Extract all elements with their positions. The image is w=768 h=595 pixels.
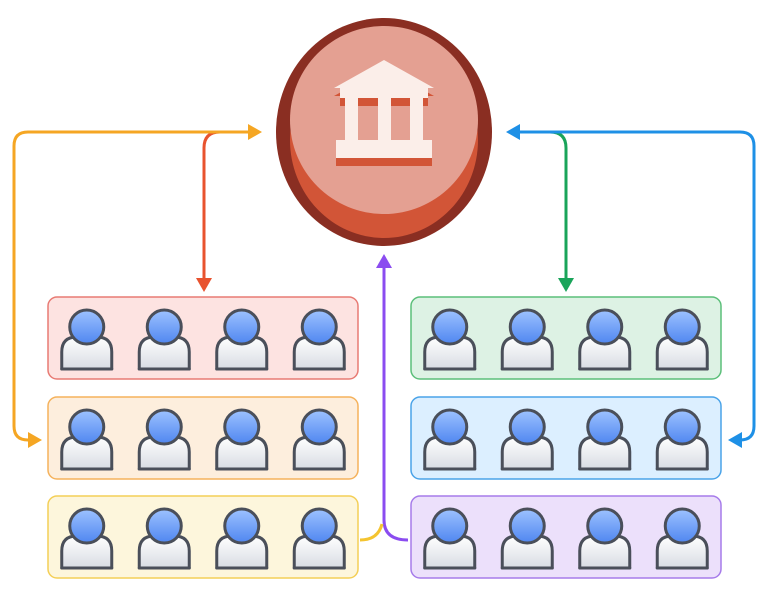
person-icon <box>578 507 632 570</box>
bank-node <box>276 18 492 246</box>
red-link-arrow-down <box>196 278 212 292</box>
person-icon <box>215 408 269 471</box>
group-purple-box <box>410 495 722 579</box>
person-icon <box>423 408 477 471</box>
group-yellow <box>47 495 359 579</box>
person-icon <box>292 507 346 570</box>
group-orange-box <box>47 396 359 480</box>
person-icon <box>578 308 632 371</box>
blue-link-arrow-bank <box>506 124 520 140</box>
person-icon <box>423 308 477 371</box>
purple-link-line <box>382 266 409 542</box>
group-red-box <box>47 296 359 380</box>
group-blue-box <box>410 396 722 480</box>
group-green <box>410 296 722 380</box>
person-icon <box>137 408 191 471</box>
person-icon <box>60 308 114 371</box>
person-icon <box>60 408 114 471</box>
person-icon <box>292 408 346 471</box>
person-icon <box>60 507 114 570</box>
yellow-link-line <box>359 523 384 542</box>
bank-icon <box>334 60 434 166</box>
group-yellow-box <box>47 495 359 579</box>
person-icon <box>215 308 269 371</box>
blue-link-line <box>518 130 756 442</box>
group-orange <box>47 396 359 480</box>
orange-link-arrow-bank <box>248 124 262 140</box>
group-green-box <box>410 296 722 380</box>
red-link-line <box>202 130 250 280</box>
person-icon <box>655 408 709 471</box>
person-icon <box>655 308 709 371</box>
person-icon <box>137 507 191 570</box>
purple-link-arrow-up <box>376 254 392 268</box>
person-icon <box>655 507 709 570</box>
person-icon <box>137 308 191 371</box>
person-icon <box>423 507 477 570</box>
green-link-line <box>518 130 568 280</box>
group-blue <box>410 396 722 480</box>
person-icon <box>215 507 269 570</box>
blue-link-arrow-left <box>728 432 742 448</box>
group-red <box>47 296 359 380</box>
group-purple <box>410 495 722 579</box>
groups-layer <box>47 296 722 579</box>
person-icon <box>500 408 554 471</box>
person-icon <box>500 507 554 570</box>
green-link-arrow-down <box>558 278 574 292</box>
person-icon <box>292 308 346 371</box>
connectors-layer <box>12 124 756 542</box>
person-icon <box>500 308 554 371</box>
orange-link-arrow-right <box>28 432 42 448</box>
orange-link-line <box>12 130 250 442</box>
person-icon <box>578 408 632 471</box>
